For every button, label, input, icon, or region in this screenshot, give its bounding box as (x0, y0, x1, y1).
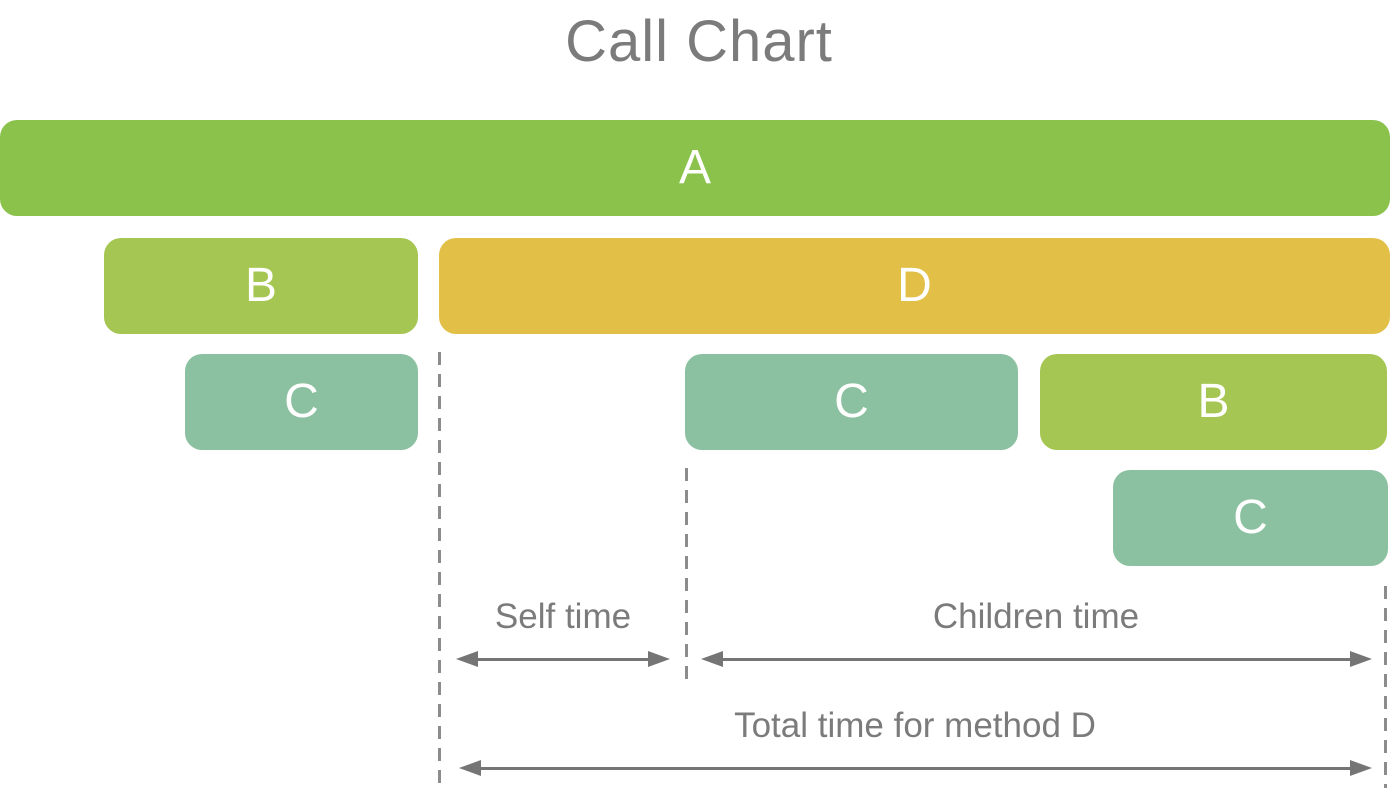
arrow-line (472, 658, 654, 661)
arrow-line (475, 767, 1356, 770)
dashed-guide-d-end (1384, 586, 1387, 788)
children-time-label: Children time (932, 597, 1140, 636)
call-bar-c-bottom: C (1113, 470, 1388, 566)
call-bar-b-first-label: B (244, 259, 277, 312)
total-time-arrow (459, 760, 1372, 776)
call-bar-d: D (439, 238, 1390, 334)
call-bar-b-first: B (104, 238, 418, 334)
arrowhead-left-icon (701, 651, 723, 667)
arrowhead-right-icon (648, 651, 670, 667)
call-bar-b-under-d: B (1040, 354, 1387, 450)
call-bar-c-under-b: C (185, 354, 418, 450)
call-bar-d-label: D (897, 259, 932, 312)
call-bar-a: A (0, 120, 1390, 216)
dashed-guide-d-start (438, 352, 441, 788)
call-bar-c-under-d: C (685, 354, 1018, 450)
self-time-arrow (456, 651, 670, 667)
call-bar-c-bottom-label: C (1233, 491, 1268, 544)
call-bar-a-label: A (678, 141, 711, 194)
call-bar-b-under-d-label: B (1197, 375, 1230, 428)
arrowhead-left-icon (459, 760, 481, 776)
children-time-arrow (701, 651, 1372, 667)
arrowhead-left-icon (456, 651, 478, 667)
arrow-line (717, 658, 1356, 661)
call-bar-c-under-d-label: C (834, 375, 869, 428)
arrowhead-right-icon (1350, 760, 1372, 776)
total-time-label: Total time for method D (734, 706, 1096, 745)
dashed-guide-self-children-boundary (685, 468, 688, 687)
arrowhead-right-icon (1350, 651, 1372, 667)
call-bar-c-under-b-label: C (284, 375, 319, 428)
self-time-label: Self time (494, 597, 632, 636)
page-title: Call Chart (565, 9, 833, 74)
